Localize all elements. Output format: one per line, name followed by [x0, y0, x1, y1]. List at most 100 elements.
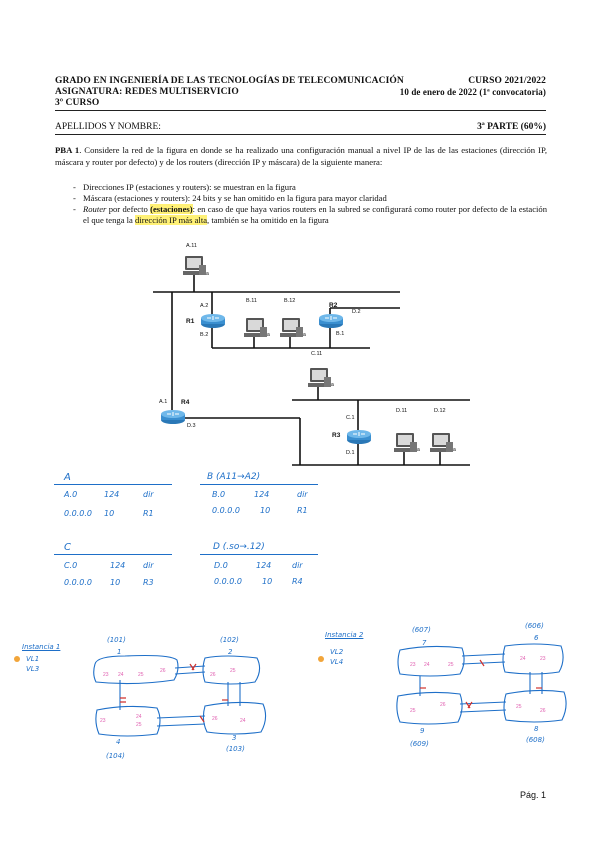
switch-4-prio: (104) [106, 752, 125, 760]
switch-2-shape [202, 655, 261, 685]
label-r1: R1 [186, 318, 195, 325]
problem-statement: PBA 1. Considere la red de la figura en … [55, 145, 547, 168]
switch-1-shape [93, 654, 179, 685]
host-port-mark: a [267, 332, 270, 338]
switch-7-shape [397, 645, 465, 677]
iface-a1: A.1 [159, 399, 168, 405]
svg-text:26: 26 [160, 668, 166, 674]
problem-intro: . Considere la red de la figura en donde… [55, 145, 547, 167]
instance-2-vlan-1: VL2 [330, 648, 344, 656]
svg-text:23: 23 [103, 672, 109, 678]
name-label: APELLIDOS Y NOMBRE: [55, 122, 161, 132]
part-label: 3ª PARTE (60%) [477, 122, 546, 132]
label-c11: C.11 [311, 351, 323, 357]
subject: ASIGNATURA: REDES MULTISERVICIO [55, 87, 239, 97]
svg-text:26: 26 [440, 702, 446, 708]
iface-a2: A.2 [200, 303, 209, 309]
switch-9-id: 9 [420, 727, 425, 735]
instance-1-vlan-1: VL1 [26, 655, 40, 663]
instance-1-title: Instancia 1 [22, 643, 61, 651]
switch-9-shape [396, 691, 463, 725]
svg-text:26: 26 [210, 672, 216, 678]
label-a11: A.11 [186, 243, 197, 249]
switch-8-shape [503, 689, 567, 723]
name-rule [55, 134, 546, 135]
svg-text:25: 25 [516, 704, 522, 710]
host-port-mark: a [453, 447, 456, 453]
label-r3: R3 [332, 432, 341, 439]
label-d11: D.11 [396, 408, 408, 414]
switch-8-id: 8 [534, 725, 539, 733]
course: 3º CURSO [55, 98, 100, 108]
switch-6-shape [502, 643, 564, 675]
host-port-mark: a [417, 447, 420, 453]
switch-6-id: 6 [534, 634, 539, 642]
header-rule [55, 110, 546, 111]
switch-3-prio: (103) [226, 745, 245, 753]
course-year: CURSO 2021/2022 [468, 76, 546, 86]
table-c-rule [54, 554, 172, 555]
switch-3-shape [202, 701, 267, 735]
switch-4-shape [95, 705, 161, 737]
instance-1-dot [14, 656, 20, 662]
svg-text:26: 26 [540, 708, 546, 714]
bullet-1: Direcciones IP (estaciones y routers): s… [73, 182, 547, 193]
svg-text:24: 24 [118, 672, 124, 678]
bullet-3: Router por defecto (estaciones): en caso… [73, 204, 547, 226]
switch-6-prio: (606) [525, 622, 544, 630]
svg-text:24: 24 [520, 656, 526, 662]
instance-2-vlan-2: VL4 [330, 658, 344, 666]
degree-title: GRADO EN INGENIERÍA DE LAS TECNOLOGÍAS D… [55, 76, 404, 86]
instance-1-vlan-2: VL3 [26, 665, 40, 673]
label-d12: D.12 [434, 408, 446, 414]
instance-2-dot [318, 656, 324, 662]
switch-2-id: 2 [228, 648, 233, 656]
iface-b1: B.1 [336, 331, 345, 337]
switch-1-prio: (101) [107, 636, 126, 644]
table-c-title: C [64, 542, 71, 553]
highlight-estaciones: (estaciones) [150, 204, 193, 214]
table-a-title: A [64, 472, 71, 483]
svg-text:23: 23 [410, 662, 416, 668]
exam-date: 10 de enero de 2022 (1ª convocatoria) [399, 87, 546, 97]
table-d-title: D (.so→.12) [213, 542, 265, 552]
switch-8-prio: (608) [526, 736, 545, 744]
svg-text:24: 24 [240, 718, 246, 724]
svg-text:26: 26 [212, 716, 218, 722]
host-port-mark: a [331, 382, 334, 388]
switch-2-prio: (102) [220, 636, 239, 644]
label-r4: R4 [181, 399, 190, 406]
svg-text:25: 25 [448, 662, 454, 668]
table-a-rule [54, 484, 172, 485]
iface-d2: D.2 [352, 309, 361, 315]
svg-text:23: 23 [540, 656, 546, 662]
table-b-rule [200, 484, 318, 485]
problem-id: PBA 1 [55, 145, 80, 155]
label-b12: B.12 [284, 298, 296, 304]
page-number: Pág. 1 [519, 790, 546, 800]
table-b-title: B (A11→A2) [207, 472, 261, 482]
iface-b2: B.2 [200, 332, 209, 338]
switch-1-id: 1 [117, 648, 122, 656]
highlight-ip-alta: dirección IP más alta [135, 215, 208, 225]
iface-c1: C.1 [346, 415, 355, 421]
svg-text:25: 25 [138, 672, 144, 678]
switch-7-prio: (607) [412, 626, 431, 634]
svg-text:23: 23 [100, 718, 106, 724]
network-links [153, 274, 470, 466]
host-port-mark: a [206, 271, 209, 277]
svg-text:25: 25 [410, 708, 416, 714]
host-port-mark: a [303, 332, 306, 338]
svg-text:25: 25 [230, 668, 236, 674]
label-b11: B.11 [246, 298, 257, 304]
blocked-port-marks [120, 659, 542, 723]
table-d-rule [200, 554, 318, 555]
switch-7-id: 7 [422, 639, 427, 647]
iface-d1: D.1 [346, 450, 355, 456]
label-r2: R2 [329, 302, 338, 309]
bullet-2: Máscara (estaciones y routers): 24 bits … [73, 193, 547, 204]
switch-3-id: 3 [232, 734, 237, 742]
